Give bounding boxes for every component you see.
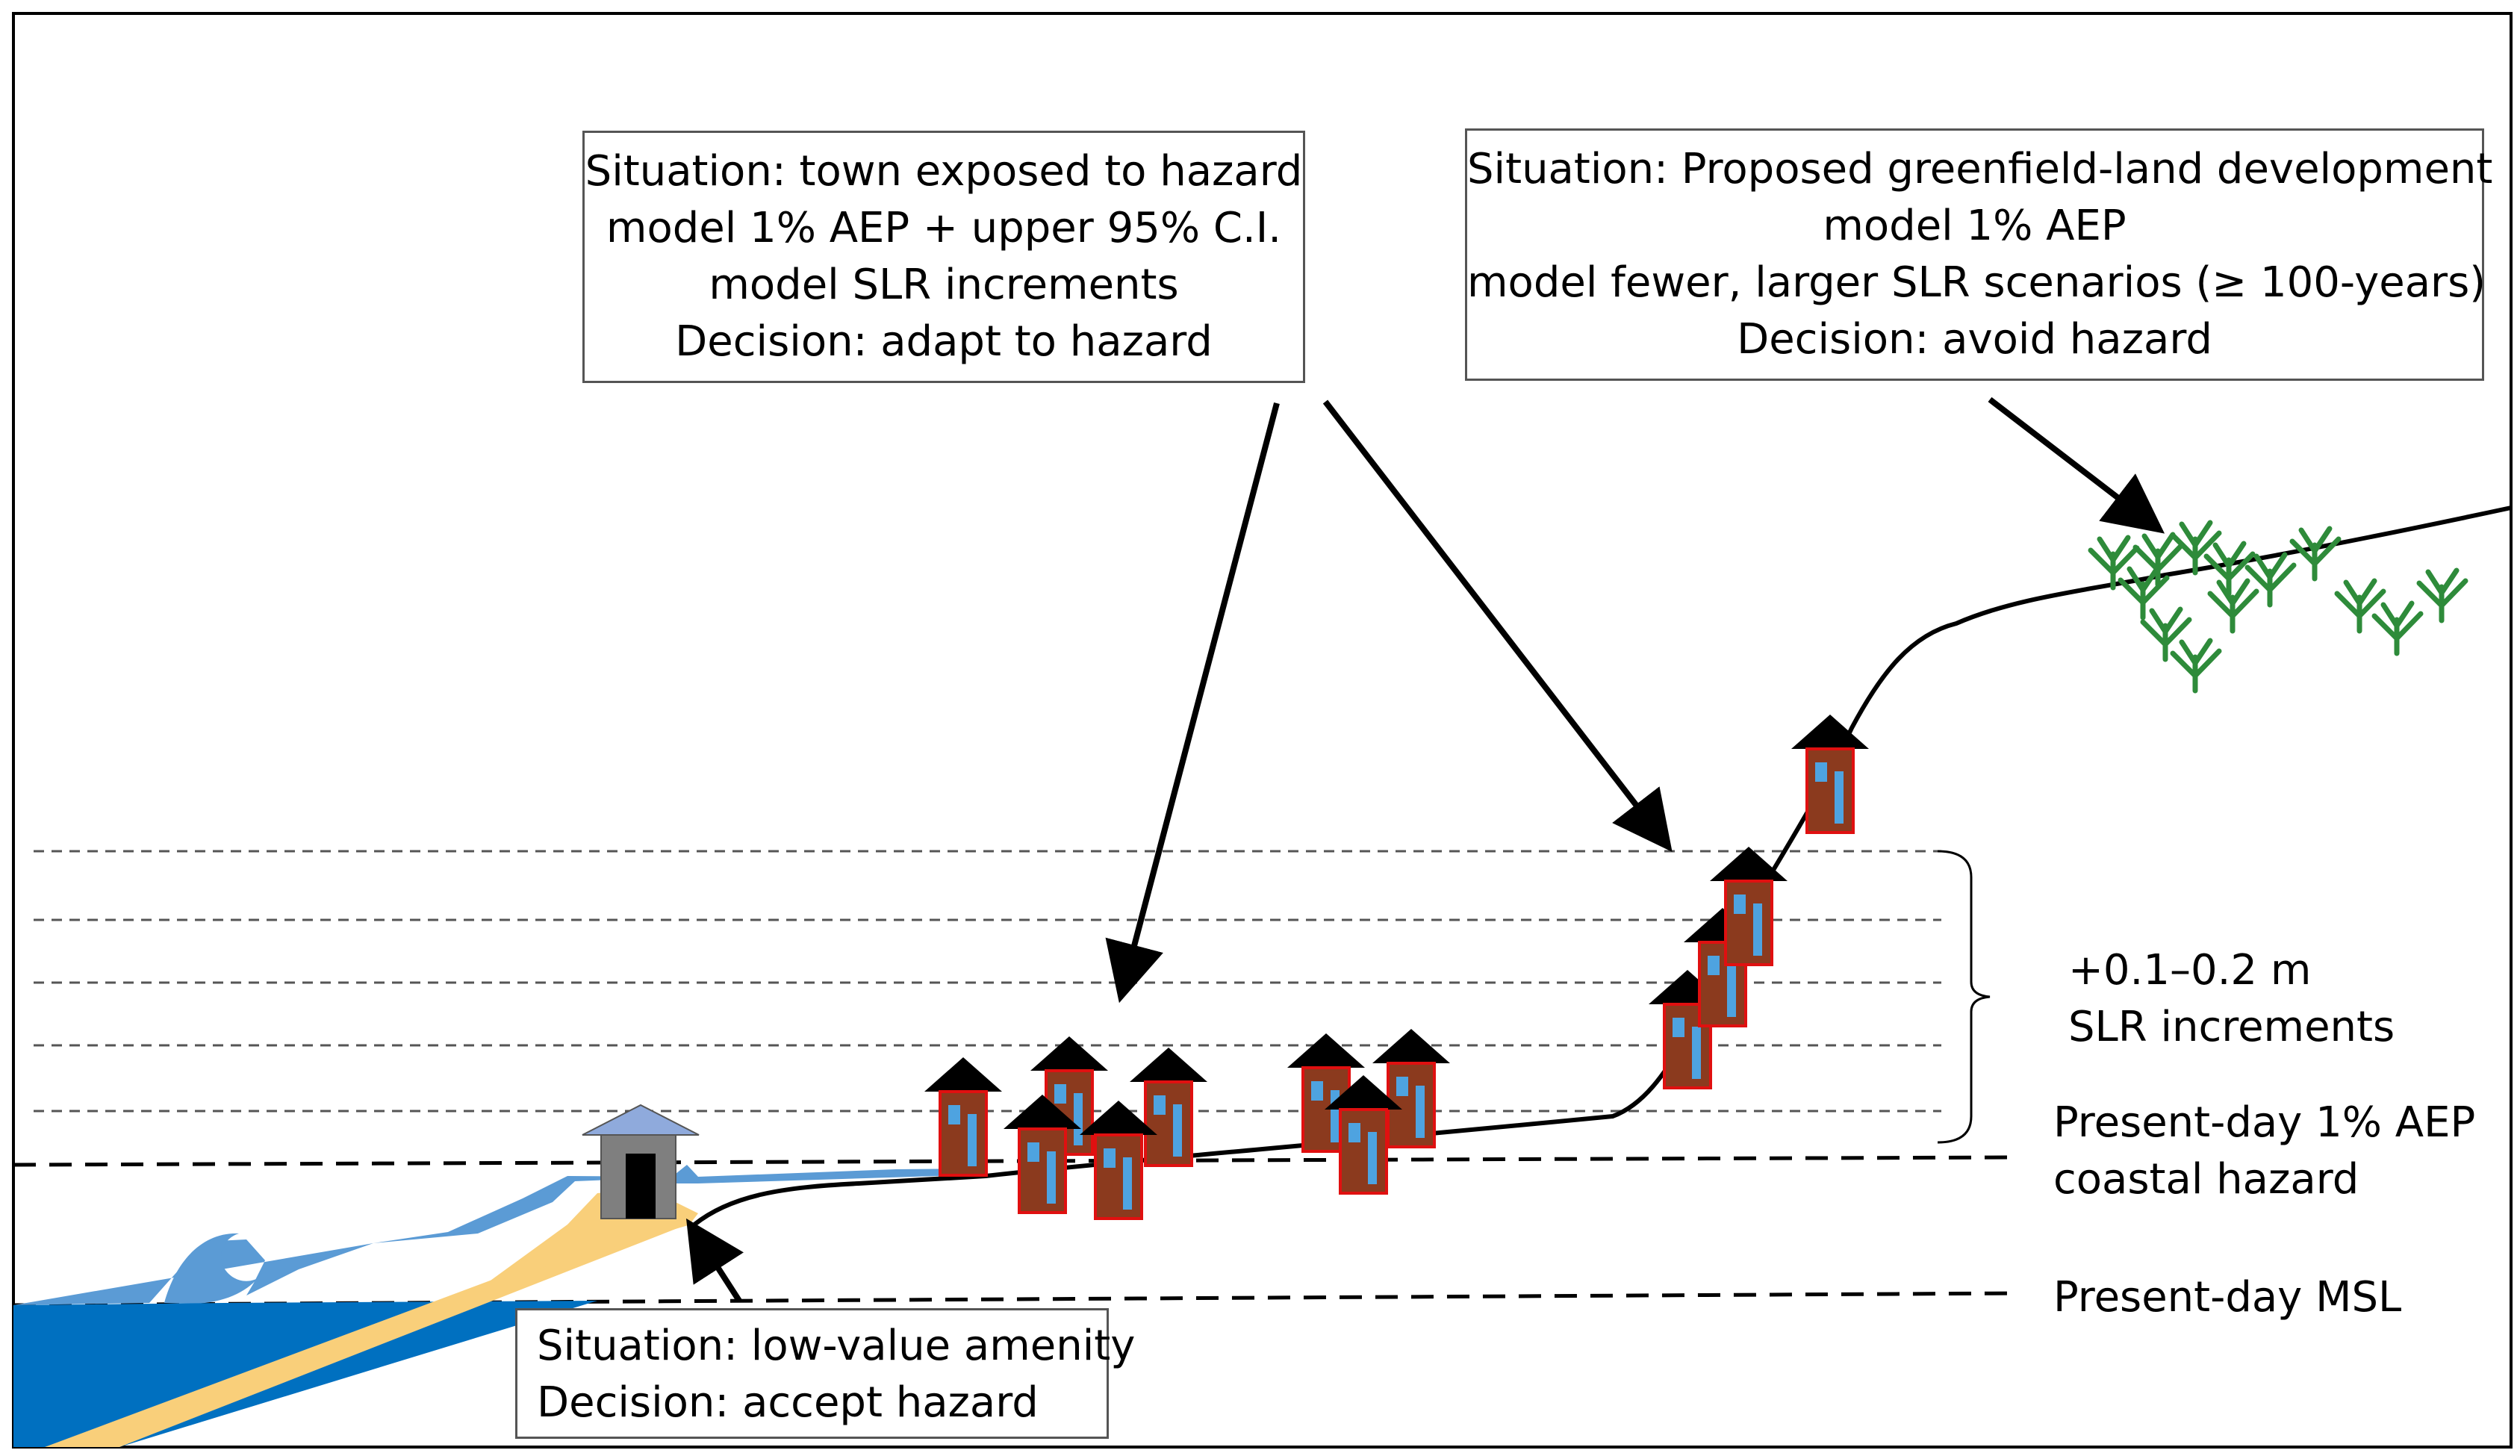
house [924,1057,1002,1177]
callout-greenfield-line-2: model 1% AEP [1823,202,2127,250]
shallow-water [13,1165,986,1305]
callout-town-line-2: model 1% AEP + upper 95% C.I. [606,204,1282,252]
plant [2118,564,2170,620]
plant [2203,541,2256,597]
hazard-line-label-line-2: coastal hazard [2053,1155,2359,1204]
plant [2170,520,2222,576]
msl-line-label: Present-day MSL [2053,1269,2401,1326]
plant [2244,552,2297,608]
house [1710,847,1788,966]
house [1325,1075,1402,1195]
callout-arrows [685,396,2165,1303]
slr-increment-lines [34,850,1941,1113]
callout-greenfield-line-4: Decision: avoid hazard [1737,315,2212,364]
hazard-line-label: Present-day 1% AEP coastal hazard [2053,1095,2475,1208]
arrow-amenity [685,1218,744,1303]
plant [2416,567,2468,623]
slr-bracket [1937,850,1991,1144]
slr-increments-label-line-1: +0.1–0.2 m [2068,946,2312,995]
callout-greenfield: Situation: Proposed greenfield-land deve… [1465,128,2493,381]
plant [2170,638,2222,694]
greenfield-vegetation [2088,520,2468,694]
amenity-building [582,1104,700,1219]
house [1130,1048,1207,1167]
callout-greenfield-line-1: Situation: Proposed greenfield-land deve… [1467,145,2493,193]
callout-amenity: Situation: low-value amenity Decision: a… [515,1308,1136,1439]
callout-town: Situation: town exposed to hazard model … [582,131,1305,383]
arrow-greenfield [1988,396,2165,534]
plant [2140,606,2192,662]
callout-town-line-1: Situation: town exposed to hazard [585,147,1303,196]
callout-amenity-line-2: Decision: accept hazard [537,1378,1039,1427]
callout-greenfield-line-3: model fewer, larger SLR scenarios (≥ 100… [1467,258,2486,307]
plant [2334,578,2386,634]
arrow-town-left [1105,402,1280,1004]
msl-line-label-text: Present-day MSL [2053,1273,2402,1322]
diagram-frame [12,12,2513,1449]
plant [2371,600,2424,656]
slr-increments-label-line-2: SLR increments [2068,1003,2395,1051]
arrow-town-right [1322,399,1673,853]
plant [2132,532,2185,588]
hazard-line [13,1155,2017,1167]
house [1004,1095,1081,1214]
house [1791,715,1869,834]
hazard-line-label-line-1: Present-day 1% AEP [2053,1098,2476,1147]
plant [2088,535,2140,591]
wave [164,1233,258,1304]
callout-town-line-4: Decision: adapt to hazard [675,317,1213,366]
town-houses [924,715,1869,1220]
slr-increments-label: +0.1–0.2 m SLR increments [2068,942,2395,1056]
plant [2207,578,2259,634]
callout-town-line-3: model SLR increments [709,261,1179,309]
house [1080,1101,1157,1220]
plant [2289,526,2342,582]
callout-amenity-line-1: Situation: low-value amenity [537,1322,1136,1370]
